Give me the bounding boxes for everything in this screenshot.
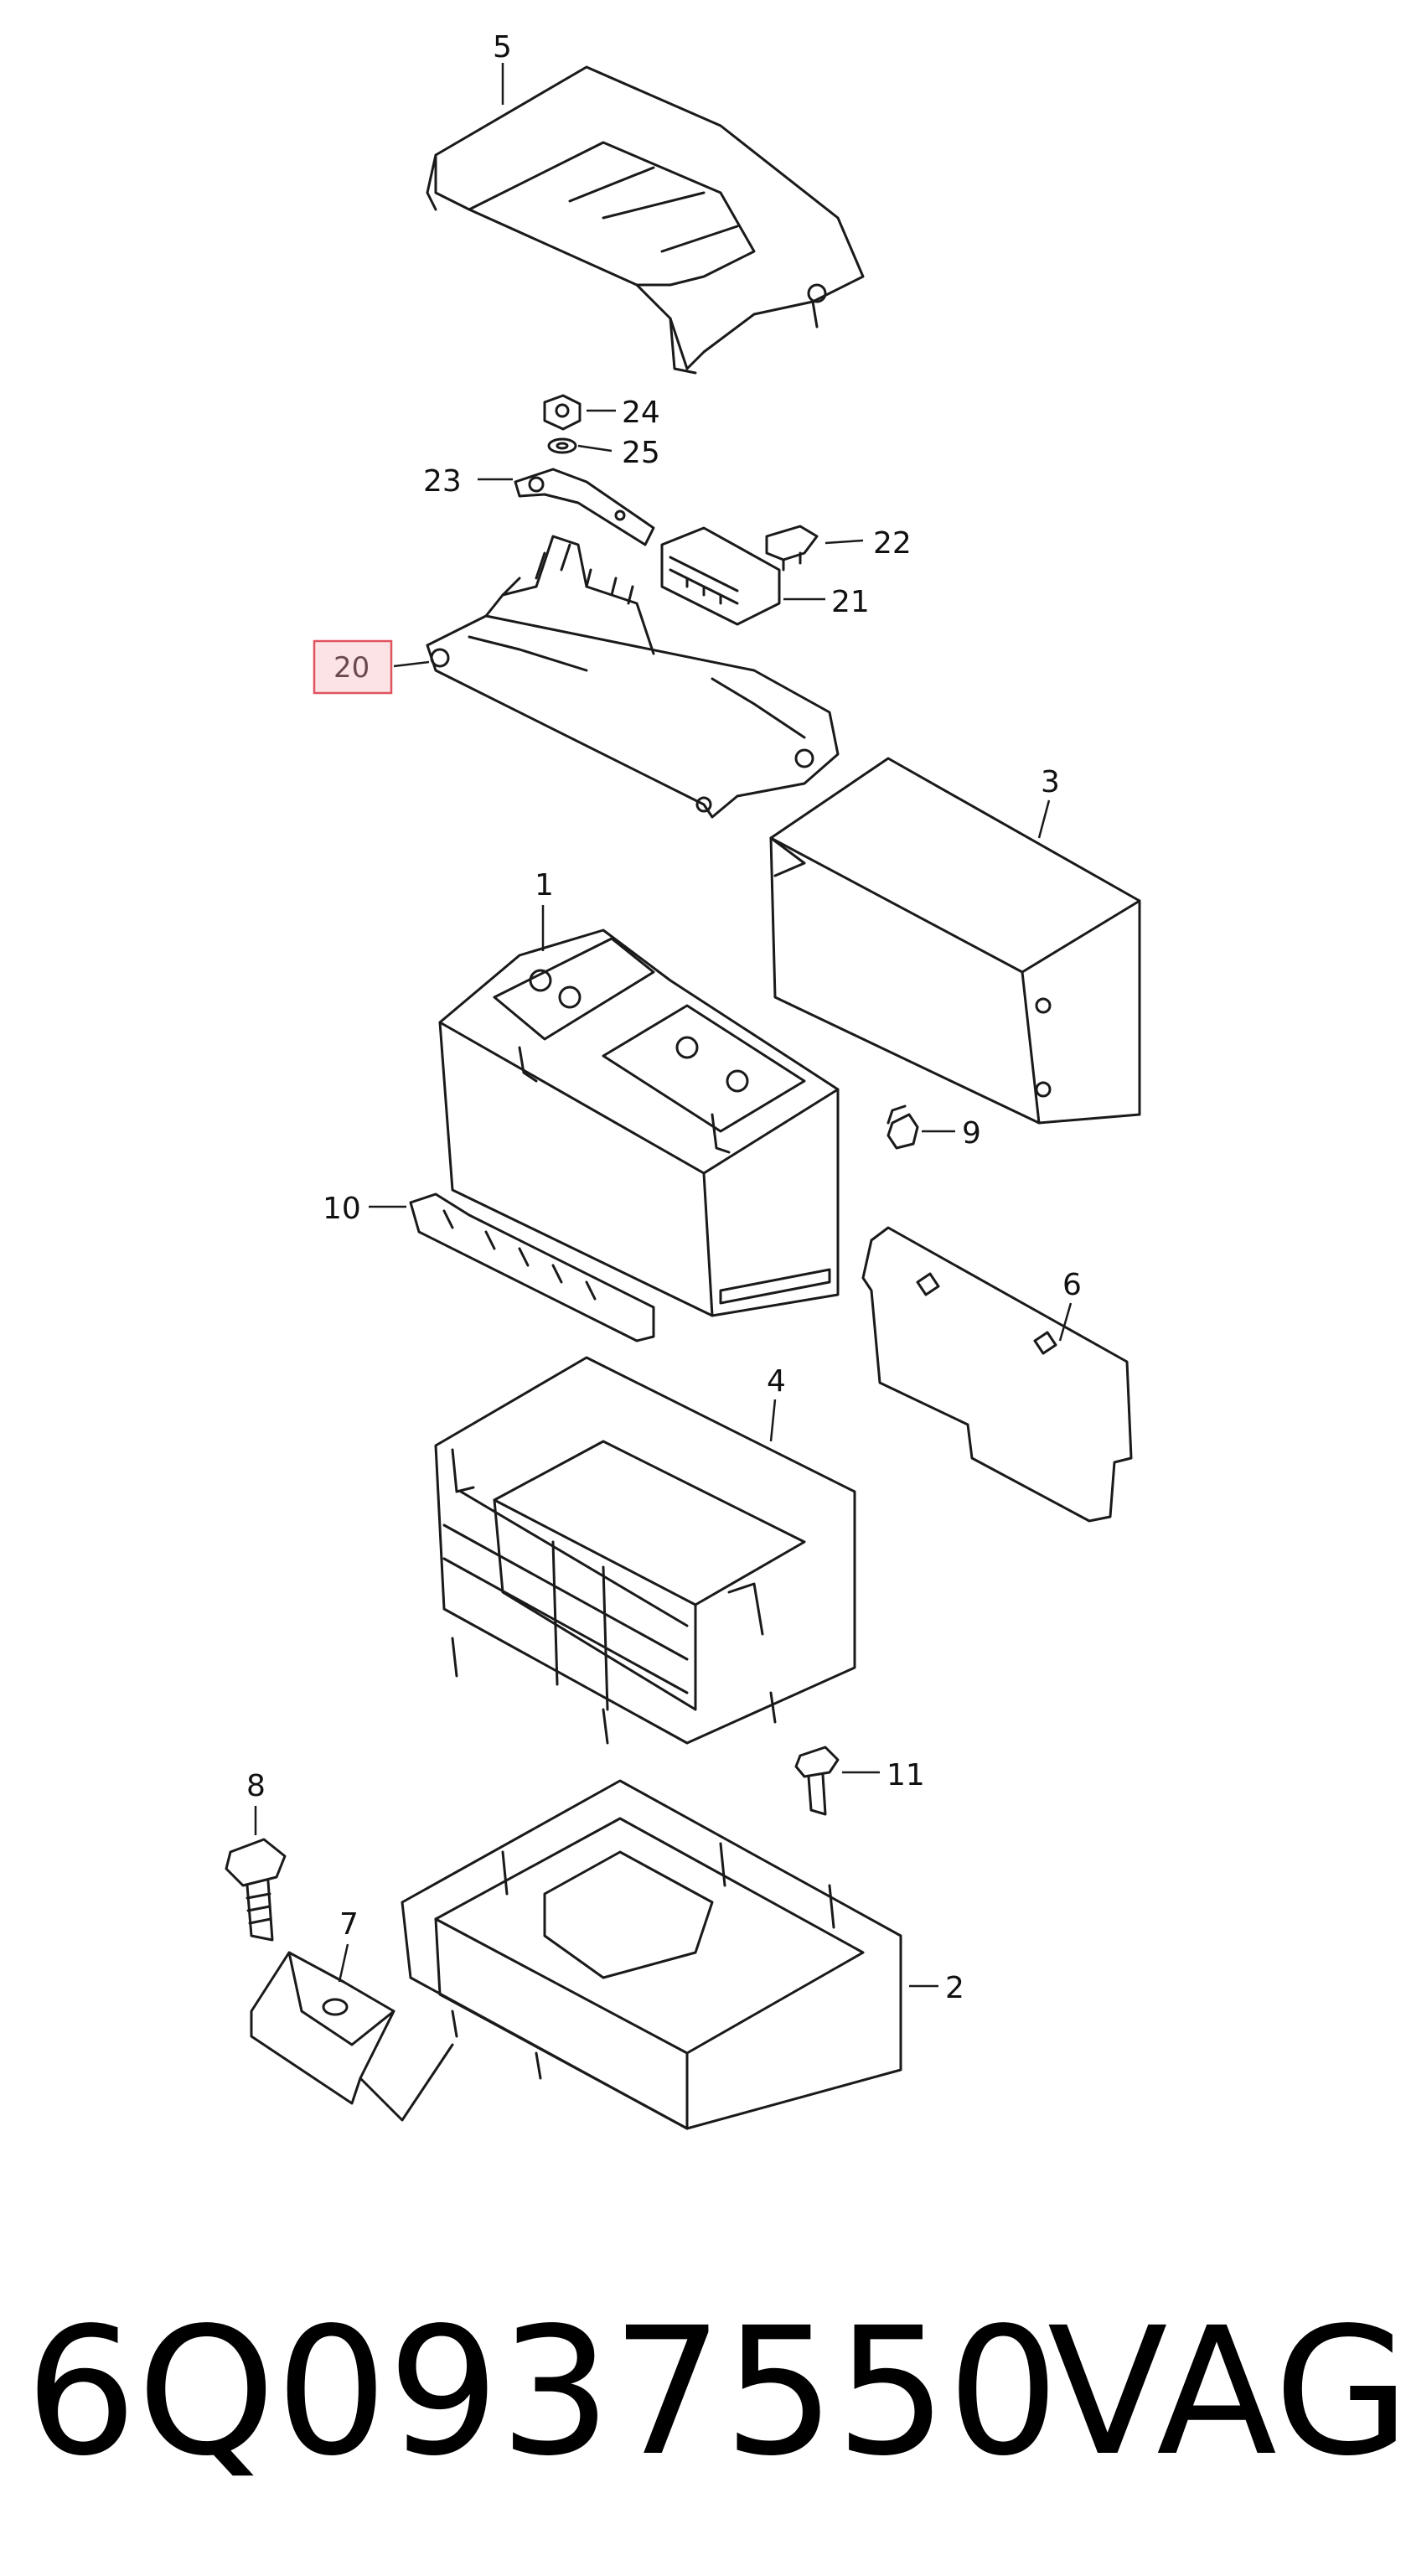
callout-5: 5 xyxy=(493,30,512,65)
part-24-nut xyxy=(543,394,582,431)
part-11-bolt xyxy=(794,1746,840,1816)
leader-3 xyxy=(1037,799,1051,839)
callout-22: 22 xyxy=(873,526,912,561)
callout-25: 25 xyxy=(622,436,660,470)
callout-24: 24 xyxy=(622,396,660,430)
callout-11: 11 xyxy=(887,1758,925,1792)
part-2-tray-base xyxy=(401,1779,902,2130)
callout-21: 21 xyxy=(831,585,870,619)
callout-8: 8 xyxy=(246,1769,266,1803)
part-4-battery-tray xyxy=(434,1356,856,1745)
part-21-fuse-holder xyxy=(660,526,781,626)
part-number: 6Q0937550 xyxy=(25,2289,1060,2495)
leader-22 xyxy=(824,539,864,545)
footer-caption: 6Q0937550 VAG xyxy=(25,2289,1406,2495)
callout-7: 7 xyxy=(339,1907,359,1942)
part-1-battery xyxy=(438,928,840,1317)
part-23-terminal-strap xyxy=(514,468,655,546)
callout-1: 1 xyxy=(535,868,554,903)
leader-7 xyxy=(338,1943,349,1983)
callout-2: 2 xyxy=(945,1971,964,2005)
leader-6 xyxy=(1058,1302,1073,1342)
part-10-clamp-strip xyxy=(409,1192,655,1342)
part-6-cover-plate xyxy=(861,1226,1133,1523)
leader-4 xyxy=(769,1399,777,1442)
exploded-parts-diagram: 5 24 25 23 22 21 20 3 1 9 10 6 4 11 8 7 … xyxy=(225,30,1141,2130)
callout-4: 4 xyxy=(767,1364,786,1399)
callout-9: 9 xyxy=(962,1116,981,1151)
part-20-fuse-carrier xyxy=(426,535,840,819)
leader-25 xyxy=(577,444,613,453)
part-8-bolt xyxy=(225,1838,287,1942)
brand-name: VAG xyxy=(1047,2289,1406,2495)
callout-6: 6 xyxy=(1062,1268,1082,1302)
part-7-clamp-bracket xyxy=(250,1951,454,2122)
part-9-plug xyxy=(887,1104,919,1150)
callout-10: 10 xyxy=(323,1192,361,1226)
leader-20 xyxy=(393,660,430,668)
callout-20-highlight xyxy=(313,639,393,695)
callout-3: 3 xyxy=(1041,765,1060,799)
part-25-washer xyxy=(547,437,577,454)
part-3-heat-shield xyxy=(769,757,1141,1125)
part-5-battery-cover xyxy=(426,65,865,375)
callout-23: 23 xyxy=(423,464,462,499)
part-22-fuse xyxy=(765,525,819,572)
callout-20[interactable]: 20 xyxy=(333,651,370,685)
